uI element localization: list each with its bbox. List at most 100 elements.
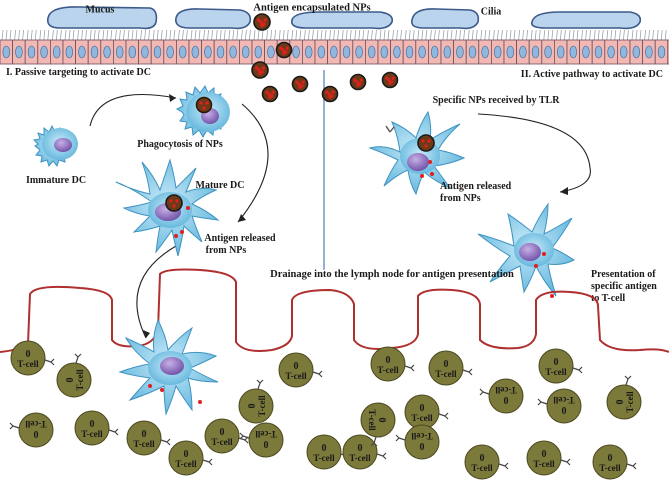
cilium [421, 29, 424, 41]
epithelial-cell [50, 39, 64, 65]
tcell-label: T-cell [285, 371, 307, 381]
cilium [97, 29, 100, 41]
presentation-label-2: specific antigen [591, 281, 657, 292]
epithelial-cell [554, 39, 568, 65]
tcell: 0T-cell [404, 394, 449, 430]
cilium [304, 29, 306, 41]
cilium [538, 29, 541, 41]
tcell-label: T-cell [133, 439, 155, 449]
tcell: 0T-cell [168, 440, 213, 476]
tcell: 0T-cell [479, 378, 524, 414]
tcell-label: T-cell [25, 419, 47, 429]
cilium [140, 29, 142, 41]
arrows [89, 93, 591, 339]
tcr-receptor-icon [108, 428, 119, 436]
cilium [249, 29, 251, 41]
tcell-label: T-cell [599, 463, 621, 473]
cilium [286, 29, 289, 41]
nucleus [54, 138, 72, 152]
presentation-label-1: Presentation of [591, 269, 656, 280]
cilium [664, 29, 667, 41]
tcell: 0T-cell [428, 350, 473, 386]
cilium [526, 29, 528, 41]
cilium [245, 29, 247, 41]
tcell-zero: 0 [420, 440, 425, 451]
epithelial-cell [503, 39, 518, 65]
epithelial-cell [138, 39, 152, 65]
epithelial-cell [12, 39, 26, 65]
cilium [223, 29, 226, 41]
cilium [278, 29, 281, 41]
tcr-receptor-icon [479, 388, 490, 396]
cilia-row [1, 29, 667, 41]
epithelial-cell [415, 39, 429, 65]
cilium [115, 29, 117, 41]
tcr-receptor-icon [376, 452, 387, 460]
cilium [39, 29, 42, 41]
nanoparticle [291, 75, 309, 93]
cilium [320, 29, 323, 41]
epithelial-cell [339, 39, 354, 65]
pathway-passive-label: I. Passive targeting to activate DC [6, 67, 151, 78]
cilium [572, 29, 575, 41]
tcr-receptor-icon [572, 366, 583, 374]
cilium [333, 29, 335, 41]
epithelial-cell [579, 39, 593, 65]
cilium [18, 29, 20, 41]
epithelial-cell [591, 39, 606, 65]
mucus-layer [46, 6, 642, 30]
cilium [455, 29, 457, 41]
tcr-receptor-icon [624, 375, 632, 386]
cilium [619, 29, 621, 41]
cilium [383, 29, 386, 41]
nanoparticle [253, 13, 271, 31]
antigen-dot [186, 206, 190, 210]
tcell-zero: 0 [358, 443, 363, 454]
cilium [652, 29, 654, 41]
antigen-released-left-label-1: Antigen released [204, 233, 276, 244]
tcell: 0T-cell [538, 348, 583, 384]
cilium [127, 29, 130, 41]
tcell: 0T-cell [395, 424, 440, 460]
tlr-receptor [385, 125, 395, 133]
arrow-to-lymph [136, 245, 177, 339]
epithelial-cell [226, 39, 240, 65]
cilium [228, 29, 231, 41]
cilium [589, 29, 591, 41]
nanoparticle [251, 61, 269, 79]
cilium [77, 29, 79, 41]
epithelial-cell [0, 39, 14, 65]
cilium [585, 29, 587, 41]
nanoparticle [349, 73, 367, 91]
tcr-receptor-icon [74, 353, 82, 364]
tcell: 0T-cell [126, 420, 171, 456]
epithelial-cell [289, 39, 303, 65]
immature-dc-cell [32, 124, 78, 168]
tcell-zero: 0 [34, 428, 39, 439]
tcell-zero: 0 [376, 418, 387, 423]
tcell-label: T-cell [75, 369, 85, 391]
nanoparticle-inside [417, 134, 435, 152]
cilium [156, 29, 159, 41]
cilium [182, 29, 184, 41]
cilium [232, 29, 235, 41]
cilium [367, 29, 369, 41]
tcell: 0T-cell [278, 352, 323, 388]
epithelial-cell [113, 39, 127, 65]
epithelial-cell [566, 39, 581, 65]
cilium [568, 29, 571, 41]
antigen-released-left-label-2: from NPs [206, 245, 247, 256]
cilium [30, 29, 33, 41]
epithelial-cell [62, 39, 77, 65]
tcell-zero: 0 [220, 427, 225, 438]
epithelial-cell [314, 39, 329, 65]
tcell-label: T-cell [367, 409, 377, 431]
mucus-label: Mucus [86, 4, 115, 15]
cilium [190, 29, 193, 41]
tcell-label: T-cell [533, 459, 555, 469]
cilium [144, 29, 146, 41]
cilium [493, 29, 495, 41]
tcell-label: T-cell [17, 359, 39, 369]
